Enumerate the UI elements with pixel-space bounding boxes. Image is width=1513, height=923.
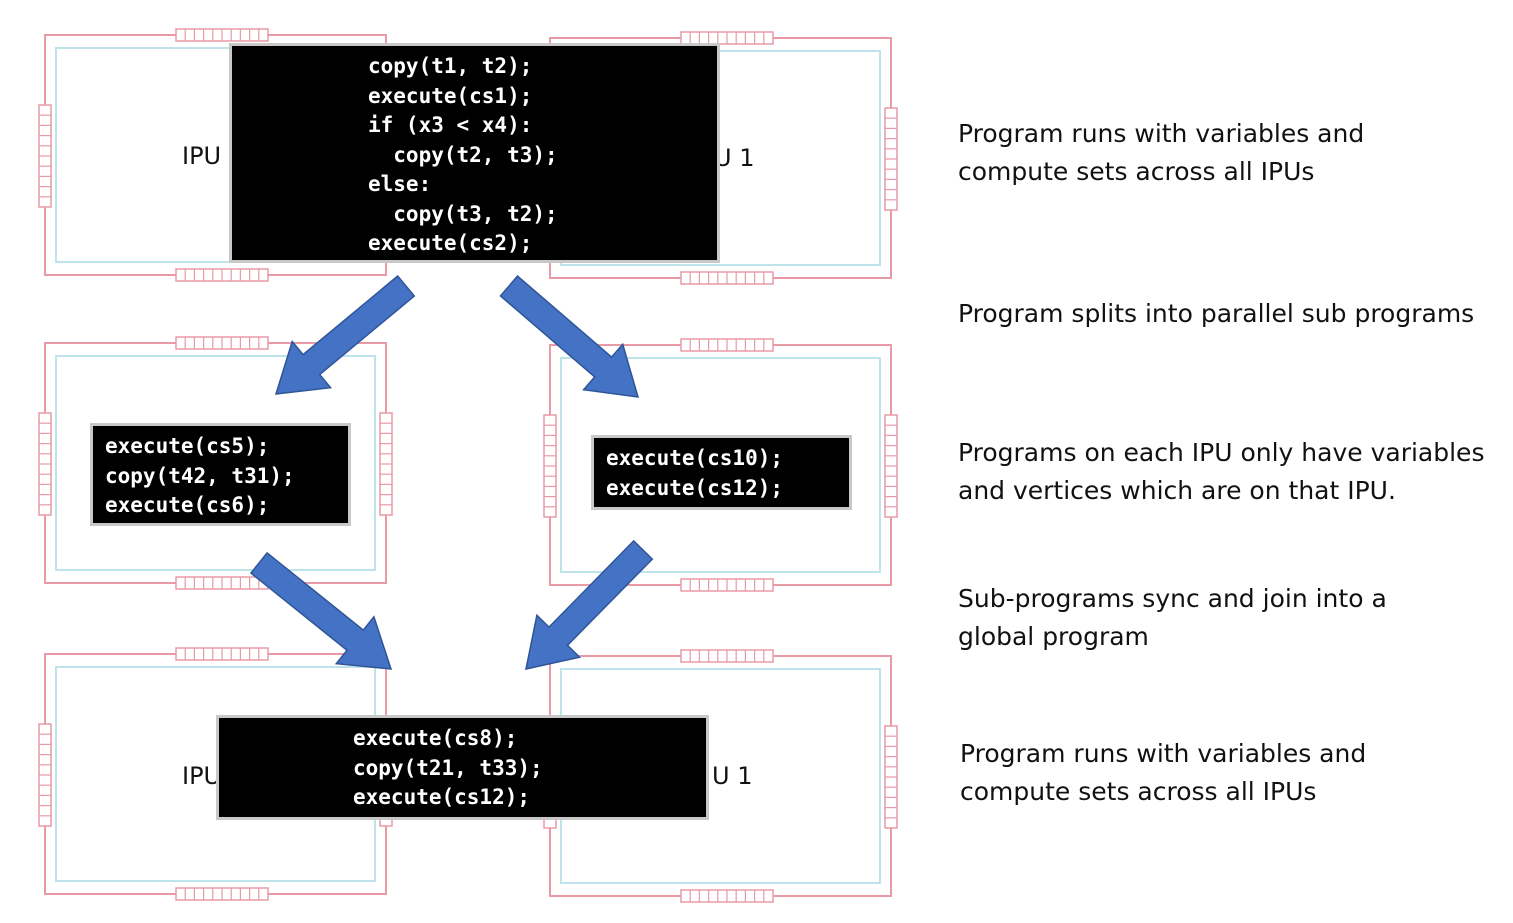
code-line: execute(cs2); [368,231,533,255]
description-line: compute sets across all IPUs [960,777,1317,806]
code-line: copy(t1, t2); [368,54,533,78]
code-line: execute(cs12); [606,475,784,500]
code-line: copy(t3, t2); [368,201,558,226]
code-line: execute(cs12); [353,785,531,809]
arrow-split-right [499,275,640,398]
code-line: copy(t42, t31); [105,463,295,488]
ipu-1-label-bottom: U 1 [712,762,753,790]
chip-inner [55,355,376,571]
arrow-join-left [249,551,393,670]
description-line: and vertices which are on that IPU. [958,476,1396,505]
global-program-top: copy(t1, t2);execute(cs1);if (x3 < x4): … [229,43,720,263]
code-line: copy(t2, t3); [368,142,558,167]
description-line: Sub-programs sync and join into a [958,584,1387,613]
description-line: Program runs with variables and [960,739,1367,768]
code-line: execute(cs8); [353,726,518,750]
description-sync-join: Sub-programs sync and join into a global … [958,580,1387,656]
ipu-0-label-top: IPU [182,142,222,170]
code-line: else: [368,172,432,196]
description-split: Program splits into parallel sub program… [958,295,1474,333]
chip-inner [560,357,881,573]
description-global-bottom: Program runs with variables and compute s… [960,735,1366,811]
code-line: execute(cs1); [368,83,533,108]
code-line: if (x3 < x4): [368,113,533,137]
ipu-1-sub-program: execute(cs10); execute(cs12); [591,435,852,510]
description-global-top: Program runs with variables and compute s… [958,115,1364,191]
code-line: execute(cs5); [105,434,270,458]
global-program-bottom: execute(cs8); copy(t21, t33); execute(cs12… [216,715,709,820]
code-line: execute(cs10); [606,446,784,470]
description-per-ipu: Programs on each IPU only have variables… [958,434,1484,510]
arrow-join-right [525,539,654,670]
description-line: compute sets across all IPUs [958,157,1315,186]
ipu-0-sub-program: execute(cs5); copy(t42, t31); execute(cs6)… [90,423,351,526]
code-line: copy(t21, t33); [353,755,543,780]
description-line: Program splits into parallel sub program… [958,299,1475,328]
ipu-1-label-top: U 1 [714,144,755,172]
ipu-0-label-bottom: IPU [182,762,222,790]
description-line: global program [958,622,1149,651]
arrow-split-left [274,274,416,395]
description-line: Program runs with variables and [958,119,1365,148]
code-line: execute(cs6); [105,493,270,517]
description-line: Programs on each IPU only have variables [958,438,1485,467]
